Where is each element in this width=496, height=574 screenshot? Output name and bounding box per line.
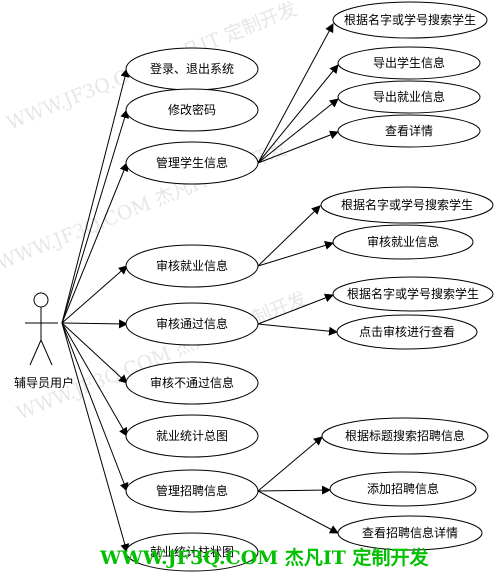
relation-line [257,485,331,495]
use-case-review-employment[interactable]: 审核就业信息 [125,244,259,288]
sub-case-label: 点击审核进行查看 [359,324,455,339]
use-case-manage-recruitment[interactable]: 管理招聘信息 [125,469,259,513]
include-relations [257,23,339,534]
sub-case-search-recruitment[interactable]: 根据标题搜索招聘信息 [321,417,489,455]
use-case-label: 审核通过信息 [156,316,228,331]
use-case-label: 管理招聘信息 [156,483,228,498]
use-case-manage-students[interactable]: 管理学生信息 [125,141,259,185]
sub-case-label: 审核就业信息 [367,234,439,249]
relation-line [257,323,338,336]
sub-case-label: 根据名字或学号搜索学生 [344,12,476,27]
actor-leg-left [29,339,42,366]
relation-line [257,23,334,164]
actor-associations [61,68,130,553]
use-case-change-password[interactable]: 修改密码 [125,88,259,132]
use-case-stats-overview[interactable]: 就业统计总图 [125,414,259,458]
association-review-failed [61,322,128,384]
association-manage-students [61,162,129,324]
use-case-label: 就业统计柱状图 [150,544,234,559]
use-case-stats-bar[interactable]: 就业统计柱状图 [125,532,259,572]
actor-head [33,292,49,308]
sub-case-export-employment[interactable]: 导出就业信息 [337,80,481,114]
footer-watermark: WWW.JF3Q.COM 杰凡IT 定制开发 [99,546,430,569]
relation-line [257,98,339,164]
use-case-label: 管理学生信息 [156,155,228,170]
relation-line [257,241,334,267]
use-case-label: 审核不通过信息 [150,375,234,390]
sub-case-label: 查看招聘信息详情 [362,525,458,540]
association-password [61,109,129,324]
association-stats-overview [61,322,128,437]
sub-case-label: 根据标题搜索招聘信息 [345,428,465,443]
relation-line [257,436,323,492]
association-manage-recruitment [61,322,129,492]
relation-line [257,490,339,534]
association-login [61,68,130,324]
sub-case-view-recruitment[interactable]: 查看招聘信息详情 [337,515,483,551]
actor-figure: 辅导员用户 [14,292,74,390]
association-stats-bar [61,322,130,553]
association-review-employment [61,265,128,324]
use-case-review-failed[interactable]: 审核不通过信息 [125,361,259,405]
sub-case-click-review[interactable]: 点击审核进行查看 [336,314,478,350]
sub-case-search-student[interactable]: 根据名字或学号搜索学生 [320,186,494,224]
use-case-login[interactable]: 登录、退出系统 [125,47,259,91]
sub-case-search-student[interactable]: 根据名字或学号搜索学生 [332,1,488,39]
relation-line [257,64,339,164]
sub-case-search-student[interactable]: 根据名字或学号搜索学生 [332,276,494,312]
relation-line [257,205,321,267]
sub-case-add-recruitment[interactable]: 添加招聘信息 [329,471,477,507]
sub-case-review-employment[interactable]: 审核就业信息 [332,224,474,260]
sub-case-label: 根据名字或学号搜索学生 [341,197,473,212]
sub-case-label: 根据名字或学号搜索学生 [347,286,479,301]
use-case-label: 修改密码 [168,102,216,117]
sub-case-label: 查看详情 [385,123,433,138]
use-case-label: 审核就业信息 [156,258,228,273]
sub-case-label: 添加招聘信息 [367,481,439,496]
relation-line [257,293,334,325]
use-case-label: 就业统计总图 [156,429,228,443]
use-case-review-passed[interactable]: 审核通过信息 [125,302,259,346]
sub-case-view-details[interactable]: 查看详情 [337,114,481,148]
use-case-label: 登录、退出系统 [150,61,234,76]
actor-name: 辅导员用户 [14,375,74,390]
sub-case-label: 导出就业信息 [373,89,445,104]
sub-case-export-students[interactable]: 导出学生信息 [337,46,481,80]
actor-leg-right [40,339,53,366]
relation-line [257,130,339,164]
sub-case-label: 导出学生信息 [373,55,445,70]
association-review-passed [61,319,128,329]
